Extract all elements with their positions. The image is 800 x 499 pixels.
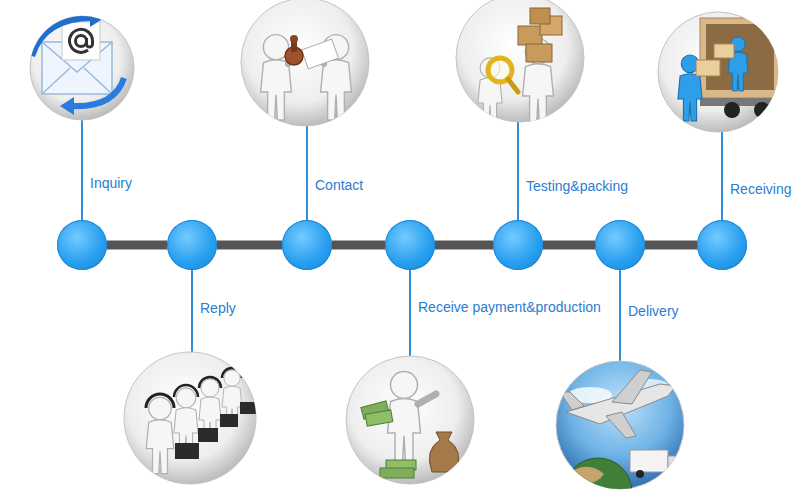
leader-lines-part: [306, 126, 308, 222]
testing-packing-illustration-part-part: [518, 26, 542, 45]
reply-illustration: [124, 352, 256, 484]
leader-lines-part: [81, 120, 83, 222]
receiving-illustration-part-part: [724, 102, 740, 118]
timeline-bar: [435, 241, 493, 250]
leader-lines-part: [191, 268, 193, 352]
timeline-dot: Receive payment&production: [385, 220, 435, 270]
reply-illustration-part-part: [199, 377, 221, 388]
inquiry-illustration-part-part: [76, 36, 87, 47]
receiving-illustration-part-part: [754, 102, 770, 118]
inquiry-illustration-part: [32, 9, 124, 115]
testing-packing-illustration-part-part: [530, 8, 550, 24]
timeline-bar: [543, 241, 595, 250]
delivery-illustration-part-part: [612, 370, 652, 404]
contact-illustration-part-part: [290, 35, 298, 43]
receiving-illustration-part-part: [700, 18, 780, 98]
testing-packing-illustration-part: [456, 0, 584, 122]
timeline-bar: [217, 241, 282, 250]
testing-packing-illustration-part: [478, 8, 562, 125]
inquiry-illustration-part-part: [60, 97, 74, 115]
payment-production-illustration-part: [346, 356, 474, 484]
reply-illustration-part-part: [240, 402, 256, 414]
reply-illustration-part-part: [174, 385, 198, 397]
receiving-illustration-part-part: [714, 44, 734, 58]
timeline-bar: [107, 241, 167, 250]
timeline-dot: Inquiry: [57, 220, 107, 270]
leader-lines: [82, 120, 722, 361]
timeline-dot: Delivery: [595, 220, 645, 270]
contact-illustration-part: [261, 35, 352, 120]
payment-production-illustration: [346, 356, 474, 484]
testing-packing-illustration-part-part: [508, 79, 518, 92]
delivery-illustration-part-part: [606, 412, 636, 438]
reply-illustration-part-part: [198, 428, 218, 442]
step-label: Reply: [200, 300, 236, 317]
testing-packing-illustration: [456, 0, 584, 125]
delivery-illustration-part-part: [668, 470, 676, 478]
inquiry-illustration-part-part: [70, 29, 93, 52]
inquiry-illustration-part: [30, 16, 134, 120]
delivery-illustration-part-part: [574, 467, 604, 483]
payment-production-illustration-part-part: [365, 410, 393, 426]
reply-illustration-part: [124, 352, 256, 484]
timeline-dot: Testing&packing: [493, 220, 543, 270]
contact-illustration: [241, 0, 369, 126]
step-label: Receive payment&production: [418, 299, 601, 316]
delivery-illustration-part-part: [668, 456, 682, 472]
payment-production-illustration-part-part: [380, 468, 414, 478]
testing-packing-illustration-part-part: [526, 44, 552, 62]
contact-illustration-part: [241, 0, 369, 126]
receiving-illustration-part-part: [706, 24, 774, 90]
step-label: Testing&packing: [526, 178, 628, 195]
timeline-bar: [332, 241, 385, 250]
receiving-illustration-part-part: [696, 60, 720, 76]
contact-illustration-part-part: [261, 35, 292, 120]
inquiry-illustration-part-part: [32, 18, 92, 56]
delivery-illustration-part-part: [636, 470, 644, 478]
payment-production-illustration-part-part: [429, 432, 458, 472]
delivery-illustration-part-part: [560, 392, 584, 410]
delivery-illustration: [556, 361, 684, 499]
inquiry-illustration-part-part: [62, 22, 100, 60]
reply-illustration-part-part: [146, 397, 174, 473]
receiving-illustration-part: [658, 12, 778, 132]
reply-illustration-part-part: [222, 368, 242, 378]
leader-lines-part: [721, 132, 723, 222]
receiving-illustration: [658, 12, 780, 132]
inquiry-illustration-part-part: [84, 68, 112, 94]
inquiry-illustration: [30, 9, 134, 120]
reply-illustration-part-part: [146, 394, 174, 408]
delivery-illustration-part: [560, 370, 682, 499]
inquiry-illustration-part-part: [72, 78, 124, 106]
leader-lines-part: [517, 122, 519, 222]
step-label: Delivery: [628, 303, 679, 320]
inquiry-illustration-part-part: [42, 68, 70, 94]
step-label: Receiving: [730, 181, 791, 198]
timeline-dot: Contact: [282, 220, 332, 270]
payment-production-illustration-part-part: [418, 394, 436, 404]
contact-illustration-part-part: [302, 39, 339, 69]
step-label: Contact: [315, 177, 363, 194]
leader-lines-part: [409, 268, 411, 356]
delivery-illustration-part-part: [630, 450, 668, 472]
reply-illustration-part-part: [175, 443, 199, 459]
step-label: Inquiry: [90, 175, 132, 192]
delivery-illustration-part-part: [564, 458, 632, 499]
timeline-dot: Receiving: [697, 220, 747, 270]
inquiry-illustration-part-part: [90, 9, 104, 27]
payment-production-illustration-part: [361, 372, 459, 479]
timeline-dot: Reply: [167, 220, 217, 270]
testing-packing-illustration-part-part: [523, 39, 554, 124]
reply-illustration-part-part: [220, 414, 238, 427]
timeline-bar: [645, 241, 697, 250]
reply-illustration-part: [146, 368, 256, 474]
receiving-illustration-part: [678, 18, 780, 121]
leader-lines-part: [619, 268, 621, 361]
